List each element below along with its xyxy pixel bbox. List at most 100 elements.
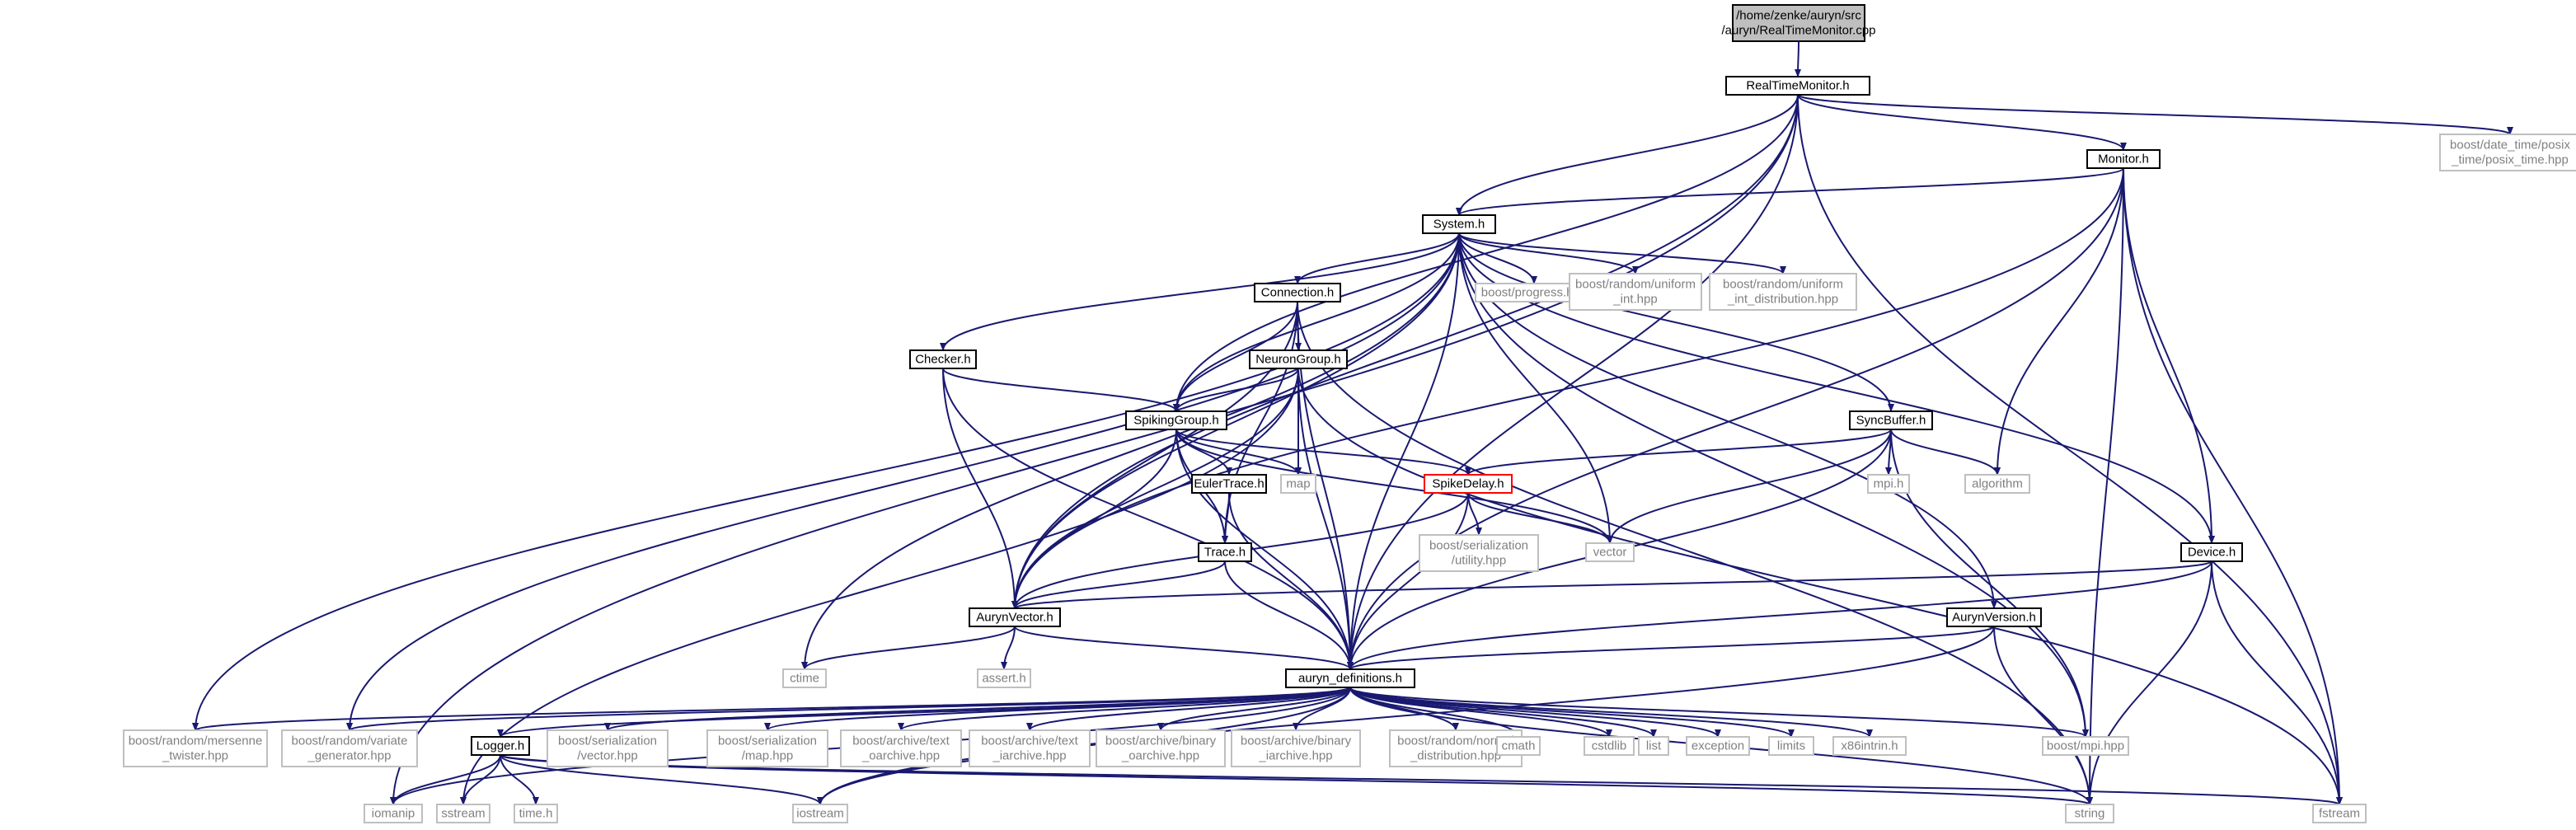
edge-neurongroup-to-defs	[1297, 368, 1354, 670]
node-connection[interactable]: Connection.h	[1254, 283, 1341, 302]
node-label-trace-0: Trace.h	[1204, 546, 1246, 560]
node-ctime: ctime	[782, 668, 827, 688]
node-label-normal-0: boost/random/normal	[1397, 734, 1514, 748]
edge-neurongroup-to-fstream	[1297, 368, 2343, 805]
edge-system-to-mpihpp	[1458, 232, 2089, 738]
node-box-mpihpp	[2042, 736, 2129, 756]
edge-connection-to-spiking	[1173, 301, 1298, 412]
node-box-list	[1638, 736, 1669, 756]
edge-syncbuffer-to-spikedelay	[1465, 429, 1892, 476]
edge-device-to-aurynvector	[1011, 560, 2212, 609]
node-exception: exception	[1686, 736, 1750, 756]
node-label-biniarch-0: boost/archive/binary	[1241, 734, 1352, 748]
node-label-progress-0: boost/progress.hpp	[1481, 286, 1587, 300]
node-logger[interactable]: Logger.h	[471, 736, 530, 756]
node-label-spiking-0: SpikingGroup.h	[1133, 414, 1218, 428]
node-box-connection	[1254, 283, 1341, 302]
node-box-textiarch	[969, 729, 1091, 767]
node-device[interactable]: Device.h	[2180, 542, 2243, 562]
node-box-monitor	[2086, 149, 2161, 169]
node-spikedelay[interactable]: SpikeDelay.h	[1424, 474, 1513, 494]
node-label-biniarch-1: _iarchive.hpp	[1258, 749, 1332, 763]
node-label-textiarch-0: boost/archive/text	[981, 734, 1078, 748]
edge-defs-to-textiarch	[1026, 687, 1351, 731]
node-label-posix-1: _time/posix_time.hpp	[2451, 153, 2569, 167]
edge-defs-to-mpihpp	[1349, 687, 2089, 738]
node-label-defs-0: auryn_definitions.h	[1298, 672, 1402, 686]
edge-aurynversion-to-defs	[1347, 626, 1995, 670]
node-defs[interactable]: auryn_definitions.h	[1285, 668, 1415, 688]
edge-device-to-string	[2086, 560, 2212, 805]
edge-spiking-to-vector	[1175, 429, 1613, 544]
node-textiarch: boost/archive/text_iarchive.hpp	[969, 729, 1091, 767]
edge-spikedelay-to-vector	[1467, 492, 1613, 544]
node-label-string-0: string	[2075, 807, 2105, 821]
edge-monitor-to-string	[2086, 167, 2124, 805]
node-root: /home/zenke/auryn/src/auryn/RealTimeMoni…	[1721, 4, 1876, 42]
edge-syncbuffer-to-vector	[1607, 429, 1892, 544]
node-label-mpih-0: mpi.h	[1874, 477, 1904, 491]
node-neurongroup[interactable]: NeuronGroup.h	[1249, 349, 1348, 369]
node-sstream: sstream	[436, 804, 490, 823]
node-servector: boost/serialization/vector.hpp	[547, 729, 669, 767]
node-mersenne: boost/random/mersenne_twister.hpp	[123, 729, 268, 767]
node-variate: boost/random/variate_generator.hpp	[281, 729, 418, 767]
node-label-serutil-1: /utility.hpp	[1452, 554, 1506, 568]
edge-trace-to-aurynvector	[1011, 560, 1226, 609]
node-monitor[interactable]: Monitor.h	[2086, 149, 2161, 169]
node-algorithm: algorithm	[1964, 474, 2030, 494]
edge-defs-to-cmath	[1349, 687, 1522, 738]
edge-spiking-to-spikedelay	[1175, 429, 1471, 476]
node-label-iostream-0: iostream	[796, 807, 844, 821]
node-iomanip: iomanip	[364, 804, 423, 823]
edge-aurynversion-to-string	[1993, 626, 2093, 805]
node-label-monitor-0: Monitor.h	[2098, 152, 2149, 166]
node-syncbuffer[interactable]: SyncBuffer.h	[1849, 410, 1933, 430]
edge-checker-to-defs	[942, 368, 1354, 670]
edge-system-to-vector	[1458, 232, 1613, 544]
node-box-sstream	[436, 804, 490, 823]
edge-rtm-to-posix	[1797, 94, 2513, 135]
node-vector: vector	[1585, 542, 1635, 562]
node-eulertrace[interactable]: EulerTrace.h	[1191, 474, 1267, 494]
node-box-device	[2180, 542, 2243, 562]
node-aurynvector[interactable]: AurynVector.h	[969, 607, 1061, 627]
edge-system-to-progress	[1458, 232, 1537, 284]
edge-system-to-spiking	[1173, 232, 1460, 412]
node-label-rtm-0: RealTimeMonitor.h	[1746, 79, 1849, 93]
node-rtm[interactable]: RealTimeMonitor.h	[1725, 76, 1870, 96]
edge-system-to-syncbuffer	[1458, 232, 1894, 412]
edge-aurynvector-to-asserth	[1001, 626, 1016, 670]
node-box-iostream	[792, 804, 848, 823]
node-label-sermap-1: /map.hpp	[742, 749, 794, 763]
edge-monitor-to-device	[2123, 167, 2215, 544]
node-box-timeh	[514, 804, 558, 823]
node-system[interactable]: System.h	[1422, 214, 1496, 234]
edge-defs-to-variate	[346, 687, 1351, 731]
node-string: string	[2065, 804, 2114, 823]
node-label-sermap-0: boost/serialization	[718, 734, 817, 748]
node-box-neurongroup	[1249, 349, 1348, 369]
node-label-uniint-1: _int.hpp	[1612, 293, 1657, 307]
node-label-servector-0: boost/serialization	[558, 734, 657, 748]
node-trace[interactable]: Trace.h	[1198, 542, 1252, 562]
edge-system-to-variate	[346, 232, 1460, 731]
nodes: /home/zenke/auryn/src/auryn/RealTimeMoni…	[123, 4, 2576, 823]
node-label-posix-0: boost/date_time/posix	[2450, 138, 2570, 152]
node-box-logger	[471, 736, 530, 756]
node-uniint: boost/random/uniform_int.hpp	[1569, 273, 1702, 311]
edge-trace-to-defs	[1224, 560, 1354, 670]
node-label-vector-0: vector	[1593, 546, 1627, 560]
edge-defs-to-servector	[604, 687, 1351, 731]
node-spiking[interactable]: SpikingGroup.h	[1125, 410, 1227, 430]
node-label-fstream-0: fstream	[2319, 807, 2360, 821]
node-cmath: cmath	[1496, 736, 1541, 756]
node-label-variate-0: boost/random/variate	[292, 734, 408, 748]
node-checker[interactable]: Checker.h	[909, 349, 977, 369]
edge-root-to-rtm	[1795, 40, 1802, 77]
edge-monitor-to-defs	[1347, 167, 2124, 670]
node-aurynversion[interactable]: AurynVersion.h	[1946, 607, 2042, 627]
edge-monitor-to-algorithm	[1994, 167, 2124, 476]
edge-defs-to-mersenne	[192, 687, 1351, 731]
node-timeh: time.h	[514, 804, 558, 823]
